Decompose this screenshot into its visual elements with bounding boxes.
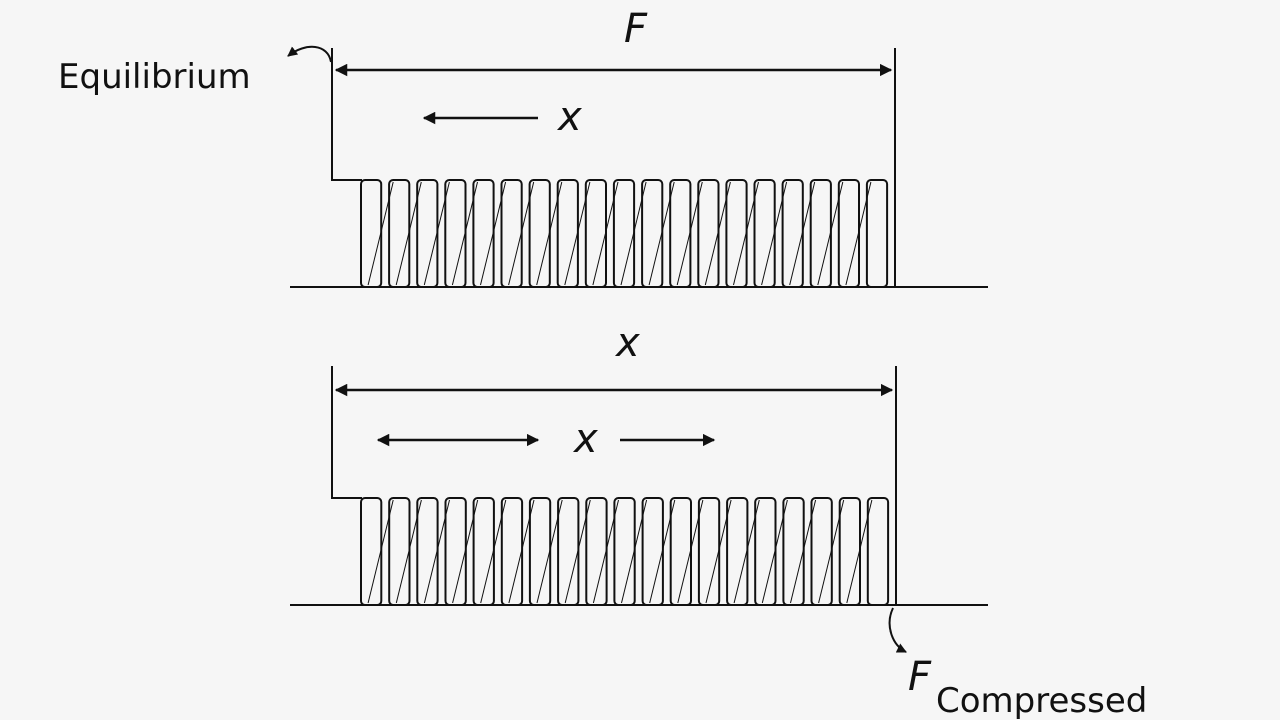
top-spring-coil — [584, 179, 607, 288]
top-spring-coil — [500, 179, 523, 288]
bottom-displacement-label: x — [572, 416, 598, 462]
top-spring-coil — [865, 179, 889, 288]
bottom-spring-coil — [416, 497, 439, 606]
bottom-spring-coil — [669, 497, 693, 606]
top-spring-coil — [809, 179, 832, 288]
bottom-spring-coil — [613, 497, 636, 606]
bottom-spring-coil — [528, 497, 552, 606]
compressed-force-label: F — [908, 654, 932, 700]
top-spring-coil — [612, 179, 636, 288]
top-spring — [360, 179, 889, 288]
bottom-spring-coil — [585, 497, 608, 606]
equilibrium-pointer — [287, 46, 332, 63]
bottom-spring-coil — [726, 497, 749, 606]
equilibrium-label: Equilibrium — [58, 57, 251, 97]
bottom-spring-coil — [641, 497, 664, 606]
top-spring-coil — [697, 179, 720, 288]
bottom-spring-coil — [838, 497, 862, 606]
bottom-spring-coil — [500, 497, 524, 606]
top-spring-coil — [444, 179, 467, 288]
top-spring-coil — [416, 179, 439, 288]
top-spring-coil — [781, 179, 804, 288]
top-spring-coil — [528, 179, 551, 288]
top-spring-coil — [641, 179, 664, 288]
bottom-equilibrium-wall — [331, 366, 362, 499]
compressed-pointer — [888, 607, 907, 653]
bottom-spring-coil — [866, 497, 890, 606]
top-spring-coil — [725, 179, 748, 288]
top-spring-coil — [556, 179, 579, 288]
bottom-spring-coil — [754, 497, 777, 606]
top-spring-coil — [360, 179, 383, 288]
bottom-spring-coil — [472, 497, 495, 606]
top-spring-coil — [388, 179, 411, 288]
bottom-spring-coil — [557, 497, 580, 606]
bottom-span-label: x — [614, 320, 640, 366]
top-spring-coil — [669, 179, 692, 288]
bottom-spring-coil — [810, 497, 833, 606]
top-spring-coil — [472, 179, 495, 288]
bottom-spring-coil — [388, 497, 411, 606]
top-panel: Equilibrium F x — [58, 6, 988, 288]
bottom-panel: x x F Compressed — [290, 320, 1147, 720]
bottom-spring-coil — [360, 497, 383, 606]
compressed-subscript-label: Compressed — [936, 681, 1147, 720]
top-force-label: F — [624, 6, 648, 52]
top-displacement-label: x — [556, 94, 582, 140]
bottom-spring-coil — [782, 497, 805, 606]
top-spring-coil — [837, 179, 860, 288]
top-equilibrium-wall — [331, 48, 362, 181]
bottom-spring-coil — [444, 497, 467, 606]
bottom-spring — [360, 497, 890, 606]
top-spring-coil — [753, 179, 776, 288]
bottom-spring-coil — [697, 497, 721, 606]
